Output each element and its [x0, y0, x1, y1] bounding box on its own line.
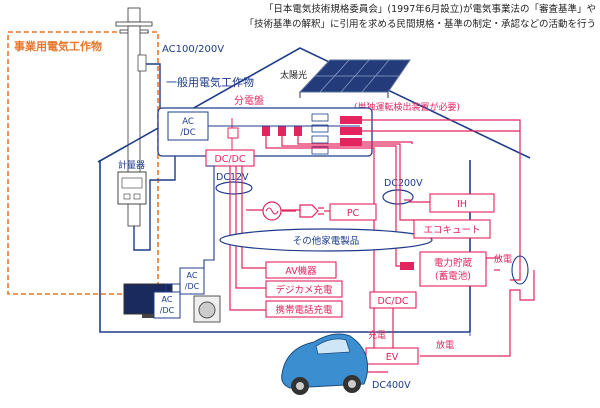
pc-label: PC: [347, 208, 360, 219]
av-box: [265, 261, 337, 279]
acdc-converter-main: [167, 111, 209, 141]
dcdc-upper-text: DC/DC: [214, 154, 245, 165]
mobile-charge-label: 携帯電話充電: [275, 304, 333, 316]
acdc-washer-text-2: /DC: [185, 282, 200, 291]
header-line-2: 「技術基準の解釈」に引用を求める民間規格・基準の制定・承認などの活動を行う: [244, 18, 596, 30]
acdc-washer-text-1: AC: [187, 271, 198, 280]
solar-panel: [298, 59, 411, 98]
general-facility-label: 一般用電気工作物: [166, 75, 254, 89]
acdc-tv-text-2: /DC: [160, 306, 175, 315]
battery-discharge-label: 放電: [494, 253, 512, 265]
islanding-note: (単独運転検出装置が必要): [354, 101, 460, 113]
digicam-box: [265, 280, 343, 298]
dc200v-label: DC200V: [384, 178, 423, 189]
breakers: [227, 113, 362, 155]
ev-discharge-label: 放電: [436, 339, 454, 351]
house-wall-left: [99, 160, 470, 333]
dc12v-ring: [215, 181, 253, 195]
ecocute-box: [413, 219, 491, 239]
acdc-tv: [153, 291, 181, 319]
dc12v-label: DC12V: [216, 172, 249, 183]
washer-icon: [193, 295, 221, 323]
ev-charge-label: 充電: [368, 329, 386, 341]
business-facility-label: 事業用電気工作物: [14, 39, 102, 53]
dc400v-label: DC400V: [372, 380, 411, 391]
dc200v-ring: [382, 189, 414, 205]
av-label: AV機器: [285, 265, 317, 277]
battery-label-2: (蓄電池): [435, 270, 471, 282]
other-appliances-label: その他家電製品: [293, 235, 360, 247]
acdc-washer: [179, 267, 205, 295]
battery-box: [419, 251, 487, 287]
acdc-main-text-2: /DC: [180, 128, 195, 138]
solar-label: 太陽光: [280, 69, 307, 81]
appliance-ac-wiring: [165, 165, 215, 294]
ev-label: EV: [386, 352, 399, 363]
battery-breaker: [400, 262, 414, 270]
panel-board-label: 分電盤: [234, 94, 264, 107]
dcdc-lower-text: DC/DC: [377, 296, 408, 307]
battery-ring: [511, 255, 529, 285]
business-facility-box: [7, 31, 159, 295]
ecocute-label: エコキュート: [423, 225, 480, 236]
other-appliances-oval: [219, 228, 433, 252]
ac-voltage-label: AC100/200V: [162, 44, 224, 55]
electric-car-icon: [281, 333, 369, 395]
header-line-1: 「日本電気技術規格委員会」(1997年6月設立)が電気事業法の「審査基準」や: [264, 3, 596, 15]
battery-label-1: 電力貯蔵: [434, 257, 473, 269]
digicam-label: デジカメ充電: [275, 284, 333, 296]
mobile-charge-box: [265, 300, 343, 318]
acdc-tv-text-1: AC: [162, 295, 173, 304]
plug-icon: [282, 204, 324, 218]
ih-box: [429, 193, 495, 213]
meter-label: 計量器: [118, 159, 145, 171]
ih-label: IH: [457, 199, 467, 210]
ac-wave-icon: [265, 207, 279, 215]
incoming-line: [146, 63, 161, 128]
pc-box: [329, 203, 377, 221]
meter: [117, 171, 147, 205]
acdc-main-text-1: AC: [182, 117, 194, 127]
